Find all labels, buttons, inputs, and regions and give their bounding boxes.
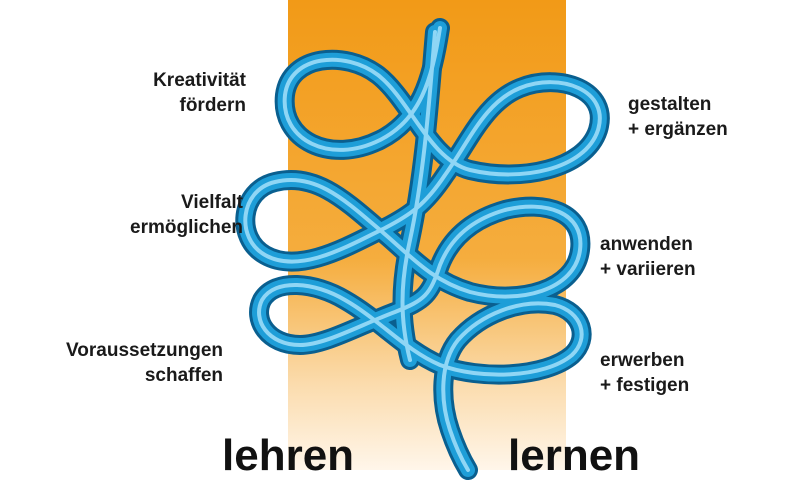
word-lehren: lehren <box>222 432 354 480</box>
label-anwenden: anwenden + variieren <box>600 232 696 282</box>
label-line: Kreativität <box>153 68 246 93</box>
label-voraussetzungen: Voraussetzungen schaffen <box>66 338 223 388</box>
label-vielfalt: Vielfalt ermöglichen <box>130 190 243 240</box>
label-line: fördern <box>153 93 246 118</box>
label-line: + variieren <box>600 257 696 282</box>
label-line: gestalten <box>628 92 728 117</box>
label-line: + ergänzen <box>628 117 728 142</box>
label-line: ermöglichen <box>130 215 243 240</box>
label-kreativitaet: Kreativität fördern <box>153 68 246 118</box>
rope-highlight <box>245 28 600 470</box>
label-gestalten: gestalten + ergänzen <box>628 92 728 142</box>
label-line: Vielfalt <box>130 190 243 215</box>
label-line: Voraussetzungen <box>66 338 223 363</box>
label-line: anwenden <box>600 232 696 257</box>
label-line: erwerben <box>600 348 689 373</box>
label-erwerben: erwerben + festigen <box>600 348 689 398</box>
label-line: schaffen <box>66 363 223 388</box>
label-line: + festigen <box>600 373 689 398</box>
word-lernen: lernen <box>508 432 640 480</box>
